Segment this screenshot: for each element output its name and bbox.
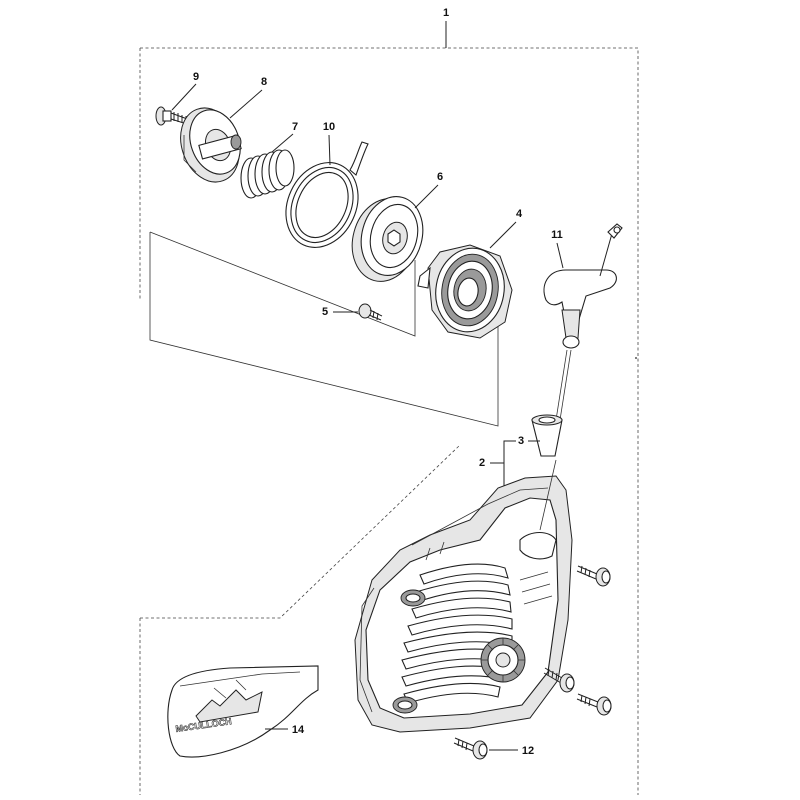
callout-label-6: 6 [437, 171, 443, 183]
part-8-pulley-hub: 8 [180, 76, 267, 183]
callout-label-2: 2 [479, 457, 485, 469]
callout-label-12: 12 [522, 745, 534, 757]
part-2-starter-cover [354, 459, 573, 733]
callout-label-7: 7 [292, 121, 298, 133]
callout-label-4: 4 [516, 208, 523, 220]
screw-b [543, 667, 575, 693]
stray-dot [635, 357, 637, 359]
part-7-spring: 7 [240, 121, 298, 199]
callout-label-11: 11 [551, 229, 563, 241]
screw-c [576, 693, 612, 716]
callout-label-14: 14 [292, 724, 305, 736]
part-9-bolt: 9 [155, 71, 199, 126]
part-3-rope-guide: 3 [518, 414, 563, 457]
part-6-rope-pulley: 6 [351, 171, 443, 282]
callout-label-1: 1 [443, 7, 449, 19]
part-14-decal: McCULLOCH 14 [167, 665, 319, 758]
assembly-group-outline [139, 47, 639, 795]
screw-a [576, 565, 611, 587]
part-11-starter-handle: 11 [543, 223, 623, 421]
part-5-screw: 5 [322, 303, 383, 321]
callout-label-8: 8 [261, 76, 267, 88]
part-10-starter-rope: 10 [285, 121, 369, 248]
subassembly-outline [149, 231, 499, 427]
callout-1: 1 [443, 7, 449, 48]
screw-d [453, 737, 488, 760]
callout-label-9: 9 [193, 71, 199, 83]
part-4-spring-housing: 4 [417, 208, 523, 339]
callout-label-3: 3 [518, 435, 524, 447]
callout-label-5: 5 [322, 306, 328, 318]
callout-2: 2 [479, 440, 516, 489]
cover-screws: 12 [453, 565, 612, 760]
callout-label-10: 10 [323, 121, 335, 133]
